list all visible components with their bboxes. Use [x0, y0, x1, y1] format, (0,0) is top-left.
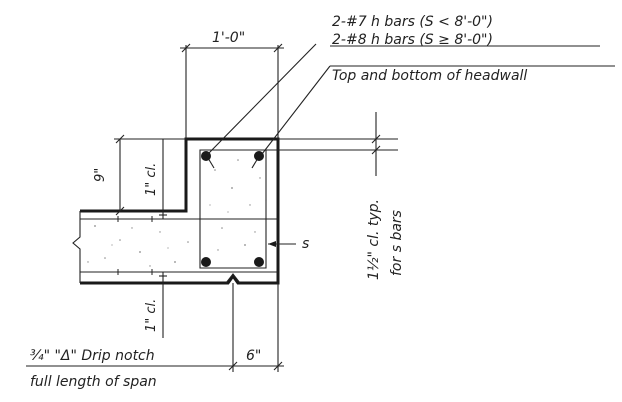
- stirrup-s-bar: [199, 149, 267, 269]
- cl-top-label: 1" cl.: [144, 163, 159, 196]
- dim-cl-typ-tick-bottom: [371, 145, 381, 155]
- dim-9in-tick-bottom: [115, 206, 125, 216]
- hbars-label-line3: Top and bottom of headwall: [332, 68, 527, 84]
- h-bar-bottom-right: [254, 257, 264, 267]
- cl-typ-label-line2: for s bars: [389, 210, 405, 276]
- dim-9in-tick-top: [115, 134, 125, 144]
- dim-6in-tick-left: [228, 361, 238, 371]
- slab-bar-ticks: [117, 216, 153, 275]
- hbars-label-line1: 2-#7 h bars (S < 8'-0"): [332, 14, 493, 30]
- drip-label-line2: full length of span: [30, 374, 157, 390]
- leader-line-right: [261, 65, 331, 155]
- dim-cl-typ-tick-top: [371, 134, 381, 144]
- drip-notch: [225, 273, 241, 284]
- concrete-outline: [80, 137, 280, 285]
- h-bar-top-right: [254, 151, 264, 161]
- cl-typ-label-line1: 1½" cl. typ.: [366, 199, 382, 280]
- dim-6in-tick-right: [273, 361, 283, 371]
- cl-bottom-label: 1" cl.: [144, 299, 159, 332]
- s-leader-arrow: [268, 241, 276, 247]
- leader-line-left: [207, 43, 317, 155]
- concrete-stipple: [87, 159, 267, 267]
- slab-break-line: [72, 211, 81, 283]
- hbars-label-line2: 2-#8 h bars (S ≥ 8'-0"): [332, 32, 493, 48]
- dim-6in-label: 6": [246, 348, 261, 364]
- dim-width-label: 1'-0": [212, 30, 245, 46]
- dim-9in-label: 9": [93, 168, 108, 182]
- dim-width-tick-left: [181, 43, 191, 53]
- drip-label-line1: ¾" "Δ" Drip notch: [30, 348, 155, 364]
- dim-width-tick-right: [273, 43, 283, 53]
- h-bar-bottom-left: [201, 257, 211, 267]
- s-label: s: [302, 236, 309, 252]
